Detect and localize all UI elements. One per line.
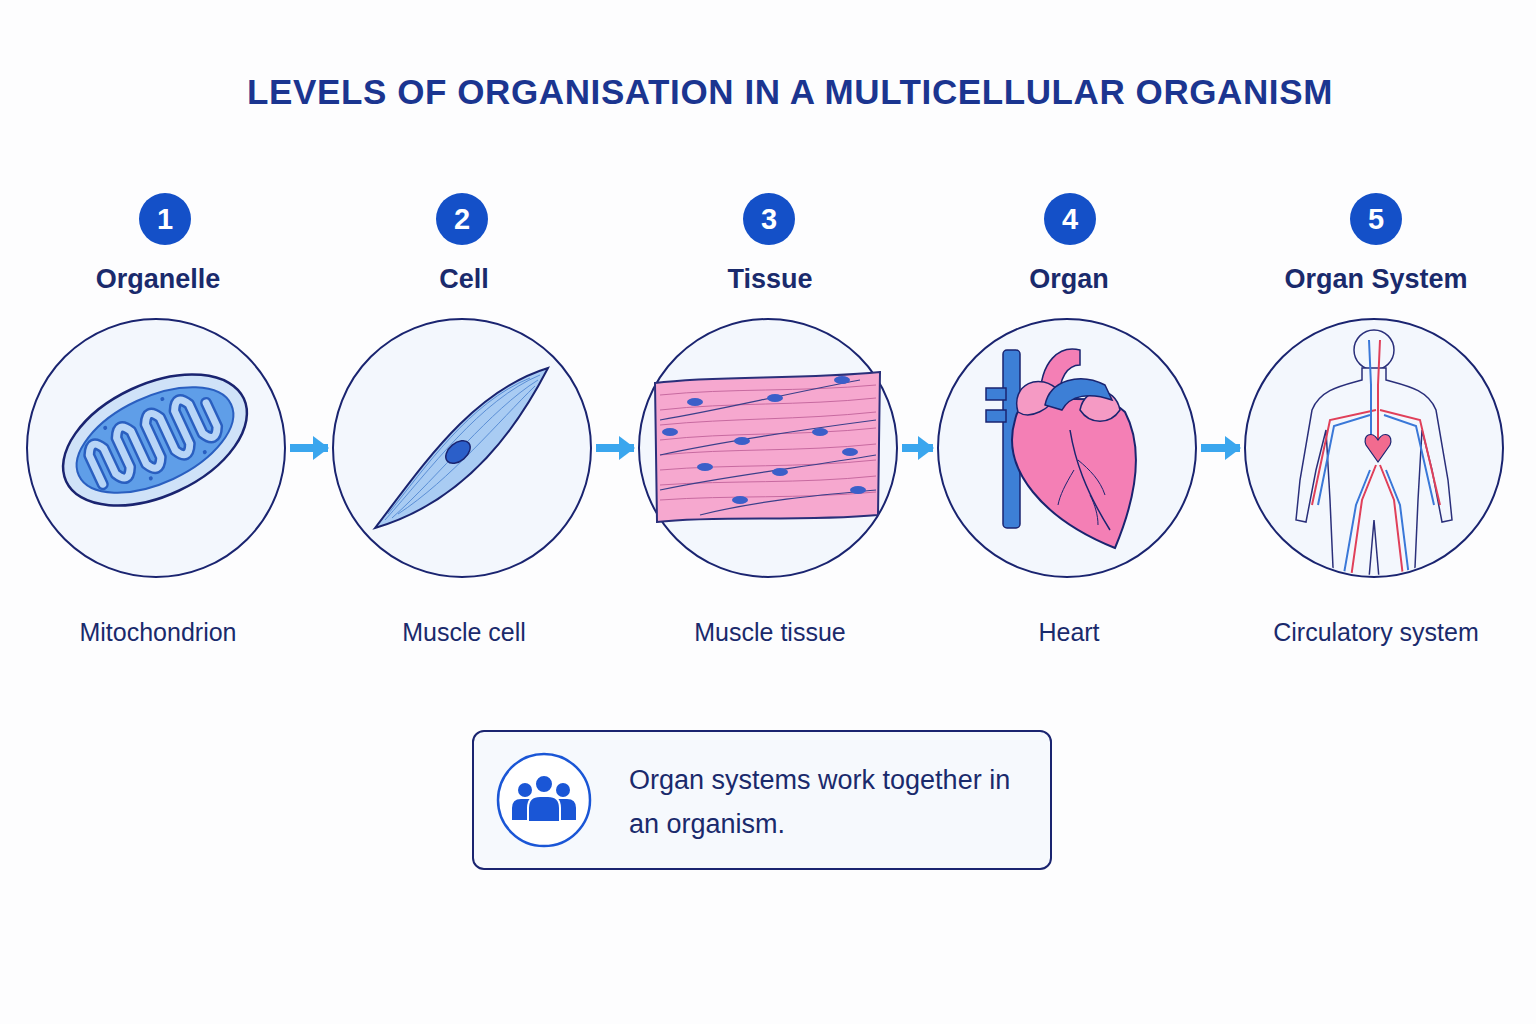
callout-number-text: 3 bbox=[743, 193, 795, 245]
level-heading: Organ bbox=[889, 262, 1249, 296]
callout-number: 4 bbox=[1044, 193, 1096, 245]
level-heading: Organelle bbox=[0, 262, 338, 296]
diagram-title: LEVELS OF ORGANISATION IN A MULTICELLULA… bbox=[0, 72, 1536, 112]
callout-number: 2 bbox=[436, 193, 488, 245]
example-caption: Muscle cell bbox=[284, 616, 644, 648]
level-circle: TissueMuscle tissue bbox=[638, 318, 898, 578]
callout-number: 5 bbox=[1350, 193, 1402, 245]
callout-number-text: 1 bbox=[139, 193, 191, 245]
level-heading: Cell bbox=[284, 262, 644, 296]
body-illustration bbox=[1296, 330, 1452, 590]
example-caption: Muscle tissue bbox=[590, 616, 950, 648]
note-text: Organ systems work together in an organi… bbox=[629, 758, 1039, 846]
example-caption: Mitochondrion bbox=[0, 616, 338, 648]
level-heading: Tissue bbox=[590, 262, 950, 296]
note-box: Organ systems work together in an organi… bbox=[472, 730, 1052, 870]
callout-number-text: 4 bbox=[1044, 193, 1096, 245]
level-arrow bbox=[290, 444, 328, 452]
callout-number-text: 5 bbox=[1350, 193, 1402, 245]
level-heading: Organ System bbox=[1196, 262, 1536, 296]
level-arrow bbox=[596, 444, 634, 452]
level-circle: OrganHeart bbox=[937, 318, 1197, 578]
example-caption: Heart bbox=[889, 616, 1249, 648]
heart-illustration bbox=[986, 349, 1136, 548]
level-circle: CellMuscle cell bbox=[332, 318, 592, 578]
callout-number: 1 bbox=[139, 193, 191, 245]
level-circle: Organ SystemCirculatory system bbox=[1244, 318, 1504, 578]
level-arrow bbox=[902, 444, 933, 452]
people-icon bbox=[498, 754, 590, 846]
callout-number: 3 bbox=[743, 193, 795, 245]
level-arrow bbox=[1201, 444, 1240, 452]
muscle-cell-illustration bbox=[375, 368, 548, 528]
callout-number-text: 2 bbox=[436, 193, 488, 245]
muscle-tissue-illustration bbox=[655, 372, 880, 522]
mitochondrion-illustration bbox=[43, 348, 268, 532]
level-circle: OrganelleMitochondrion bbox=[26, 318, 286, 578]
example-caption: Circulatory system bbox=[1196, 616, 1536, 648]
